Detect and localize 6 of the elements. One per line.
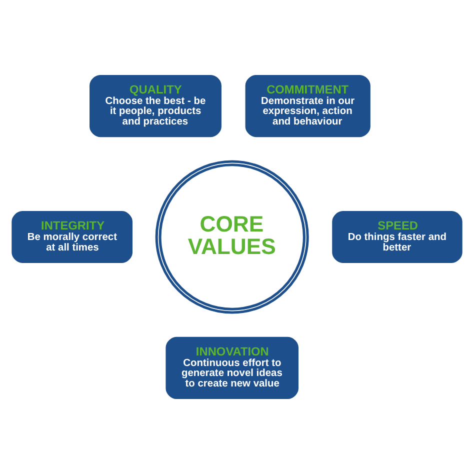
node-box: QUALITY Choose the best - be it people, products and practices	[90, 74, 222, 138]
node-box: SPEED Do things faster and better	[332, 211, 462, 263]
node-box: COMMITMENT Demonstrate in our expression, action and behaviour	[245, 74, 370, 138]
node-box: INTEGRITY Be morally correct at all times	[12, 211, 133, 263]
node-box: INNOVATION Continuous effort to generate novel ideas to create new value	[166, 336, 298, 400]
node-circle: CORE VALUES	[155, 160, 309, 314]
